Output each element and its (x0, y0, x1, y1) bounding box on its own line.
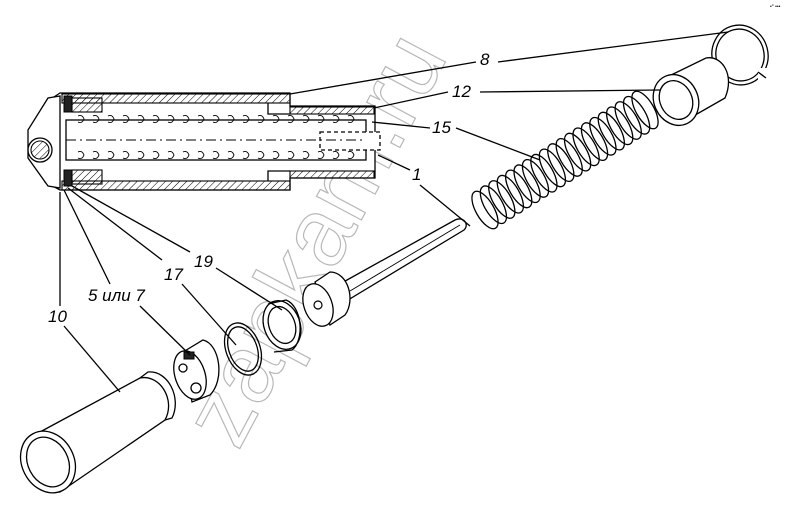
spring-coil-mark (182, 114, 190, 124)
spring-coil-mark (182, 150, 190, 160)
spring-coil-mark (302, 114, 310, 124)
piston-head (302, 271, 351, 327)
spring-coil-mark (212, 150, 220, 160)
spring-coil (572, 127, 600, 167)
callout-10: 10 (48, 307, 67, 326)
spring-coil (605, 106, 634, 146)
spring-coil (589, 116, 617, 156)
spring-coil-mark (77, 114, 85, 124)
callout-8: 8 (480, 50, 490, 69)
cup-seal (262, 299, 302, 353)
spring-coil-mark (257, 114, 265, 124)
spring-coil-mark (212, 114, 220, 124)
end-cap (173, 339, 220, 403)
spring-coil-mark (137, 114, 145, 124)
callouts: 8 12 15 1 19 17 5 или 7 10 (48, 50, 490, 326)
return-spring (471, 90, 659, 230)
spring-coil (513, 164, 541, 204)
callout-15: 15 (432, 118, 451, 137)
spring-coil (597, 111, 626, 151)
spring-coil-mark (197, 114, 205, 124)
spring-coil (538, 148, 567, 188)
spring-coil (563, 132, 592, 172)
spring-coil (521, 159, 550, 198)
spring-coil (622, 95, 651, 135)
spring-coil-mark (152, 114, 160, 124)
spring-coil-mark (167, 150, 175, 160)
spring-coil (555, 138, 583, 177)
spring-coil-mark (347, 114, 355, 124)
guide-bushing (652, 57, 730, 126)
spring-coil-mark (92, 150, 100, 160)
spring-coil-mark (242, 114, 250, 124)
spring-coil-mark (287, 114, 295, 124)
spring-coil-mark (332, 150, 340, 160)
spring-coil-mark (92, 114, 100, 124)
leader-lines (59, 31, 729, 393)
callout-5-or-7: 5 или 7 (88, 286, 145, 305)
spring-coil (631, 90, 659, 130)
spring-coil-mark (122, 114, 130, 124)
callout-12: 12 (452, 82, 471, 101)
callout-19: 19 (194, 252, 213, 271)
spring-coil-mark (77, 150, 85, 160)
corner-mark: •° ••• (770, 4, 781, 10)
spring-coil (504, 169, 533, 209)
spring-coil-mark (257, 150, 265, 160)
spring-coil (471, 190, 499, 230)
protective-sleeve (19, 371, 176, 494)
spring-coil (479, 185, 508, 225)
spring-coil-mark (197, 150, 205, 160)
spring-coil (530, 153, 558, 193)
inner-spring-coils (77, 114, 355, 160)
o-ring (223, 322, 263, 376)
spring-coil-mark (332, 114, 340, 124)
spring-coil (547, 143, 575, 182)
spring-coil (614, 101, 642, 140)
spring-coil-mark (272, 150, 280, 160)
spring-coil-mark (317, 150, 325, 160)
spring-coil-mark (302, 150, 310, 160)
callout-17: 17 (164, 265, 183, 284)
spring-coil-mark (152, 150, 160, 160)
spring-coil (580, 122, 609, 161)
spring-coil-mark (347, 150, 355, 160)
spring-coil-mark (242, 150, 250, 160)
spring-coil-mark (167, 114, 175, 124)
spring-coil-mark (227, 114, 235, 124)
spring-coil-mark (272, 114, 280, 124)
callout-1: 1 (412, 165, 421, 184)
spring-coil-mark (137, 150, 145, 160)
spring-coil-mark (107, 114, 115, 124)
spring-coil (488, 180, 516, 219)
spring-coil-mark (107, 150, 115, 160)
spring-coil-mark (287, 150, 295, 160)
assembled-cylinder-section (27, 92, 381, 191)
spring-coil (496, 174, 525, 214)
spring-coil-mark (227, 150, 235, 160)
spring-coil-mark (317, 114, 325, 124)
spring-coil-mark (122, 150, 130, 160)
